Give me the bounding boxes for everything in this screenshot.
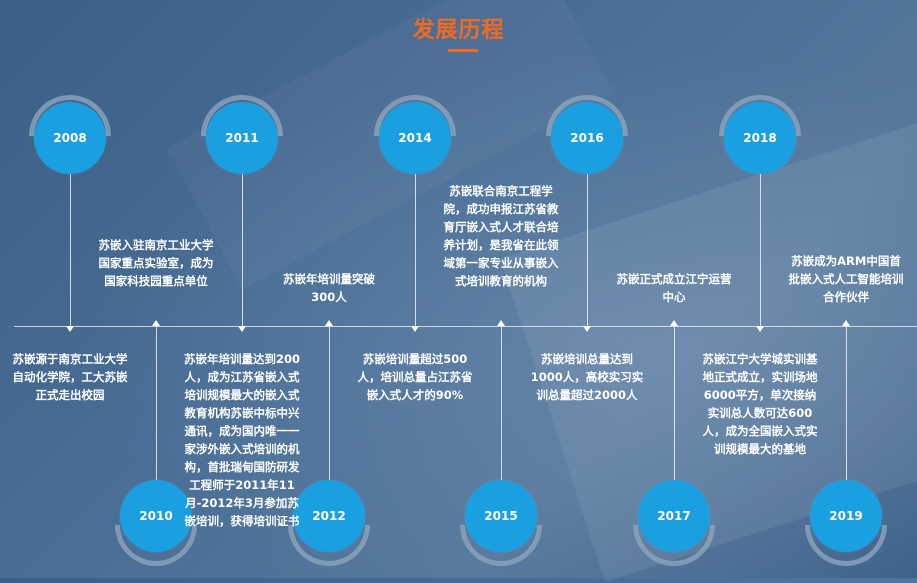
arrow-up-icon xyxy=(497,320,505,326)
connector-line xyxy=(242,174,243,326)
timeline-node-2014[interactable]: 2014 xyxy=(379,102,451,174)
connector-line xyxy=(587,174,588,326)
milestone-2014-text: 苏嵌培训量超过500人，培训总量占江苏省嵌入式人才的90% xyxy=(357,352,473,402)
connector-line xyxy=(846,326,847,480)
arrow-up-icon xyxy=(325,320,333,326)
arrow-down-icon xyxy=(411,326,419,332)
milestone-2019-text: 苏嵌成为ARM中国首批嵌入式人工智能培训合作伙伴 xyxy=(788,254,904,304)
connector-line xyxy=(501,326,502,480)
timeline-node-2008[interactable]: 2008 xyxy=(34,102,106,174)
connector-line xyxy=(70,174,71,326)
title-underline xyxy=(448,49,478,52)
milestone-2017-text: 苏嵌正式成立江宁运营中心 xyxy=(616,272,732,304)
connector-line xyxy=(329,326,330,480)
milestone-2008-text: 苏嵌源于南京工业大学自动化学院，工大苏嵌正式走出校园 xyxy=(12,352,128,402)
connector-line xyxy=(415,174,416,326)
timeline-node-2011[interactable]: 2011 xyxy=(206,102,278,174)
milestone-2011-text: 苏嵌年培训量达到200人，成为江苏省嵌入式培训规模最大的嵌入式教育机构苏嵌中标中… xyxy=(184,352,300,528)
arrow-down-icon xyxy=(66,326,74,332)
timeline-axis xyxy=(14,326,917,327)
milestone-2012-text: 苏嵌年培训量突破300人 xyxy=(283,272,375,304)
timeline-node-2019[interactable]: 2019 xyxy=(810,480,882,552)
timeline-node-2016[interactable]: 2016 xyxy=(551,102,623,174)
page-title: 发展历程 xyxy=(412,18,505,43)
arrow-down-icon xyxy=(238,326,246,332)
arrow-down-icon xyxy=(756,326,764,332)
milestone-2015-text: 苏嵌联合南京工程学院，成功申报江苏省教育厅嵌入式人才联合培养计划，是我省在此领域… xyxy=(443,184,559,288)
arrow-up-icon xyxy=(842,320,850,326)
milestone-2018-text: 苏嵌江宁大学城实训基地正式成立，实训场地6000平方，单次接纳实训总人数可达60… xyxy=(702,352,818,456)
connector-line xyxy=(674,326,675,480)
milestone-2010-text: 苏嵌入驻南京工业大学国家重点实验室，成为国家科技园重点单位 xyxy=(98,238,214,288)
arrow-down-icon xyxy=(583,326,591,332)
timeline-node-2018[interactable]: 2018 xyxy=(724,102,796,174)
timeline-node-2017[interactable]: 2017 xyxy=(638,480,710,552)
milestone-2016-text: 苏嵌培训总量达到1000人，高校实习实训总量超过2000人 xyxy=(530,352,644,402)
arrow-up-icon xyxy=(152,320,160,326)
connector-line xyxy=(760,174,761,326)
timeline-node-2015[interactable]: 2015 xyxy=(465,480,537,552)
timeline-node-2012[interactable]: 2012 xyxy=(293,480,365,552)
connector-line xyxy=(156,326,157,480)
arrow-up-icon xyxy=(670,320,678,326)
timeline-node-2010[interactable]: 2010 xyxy=(120,480,192,552)
